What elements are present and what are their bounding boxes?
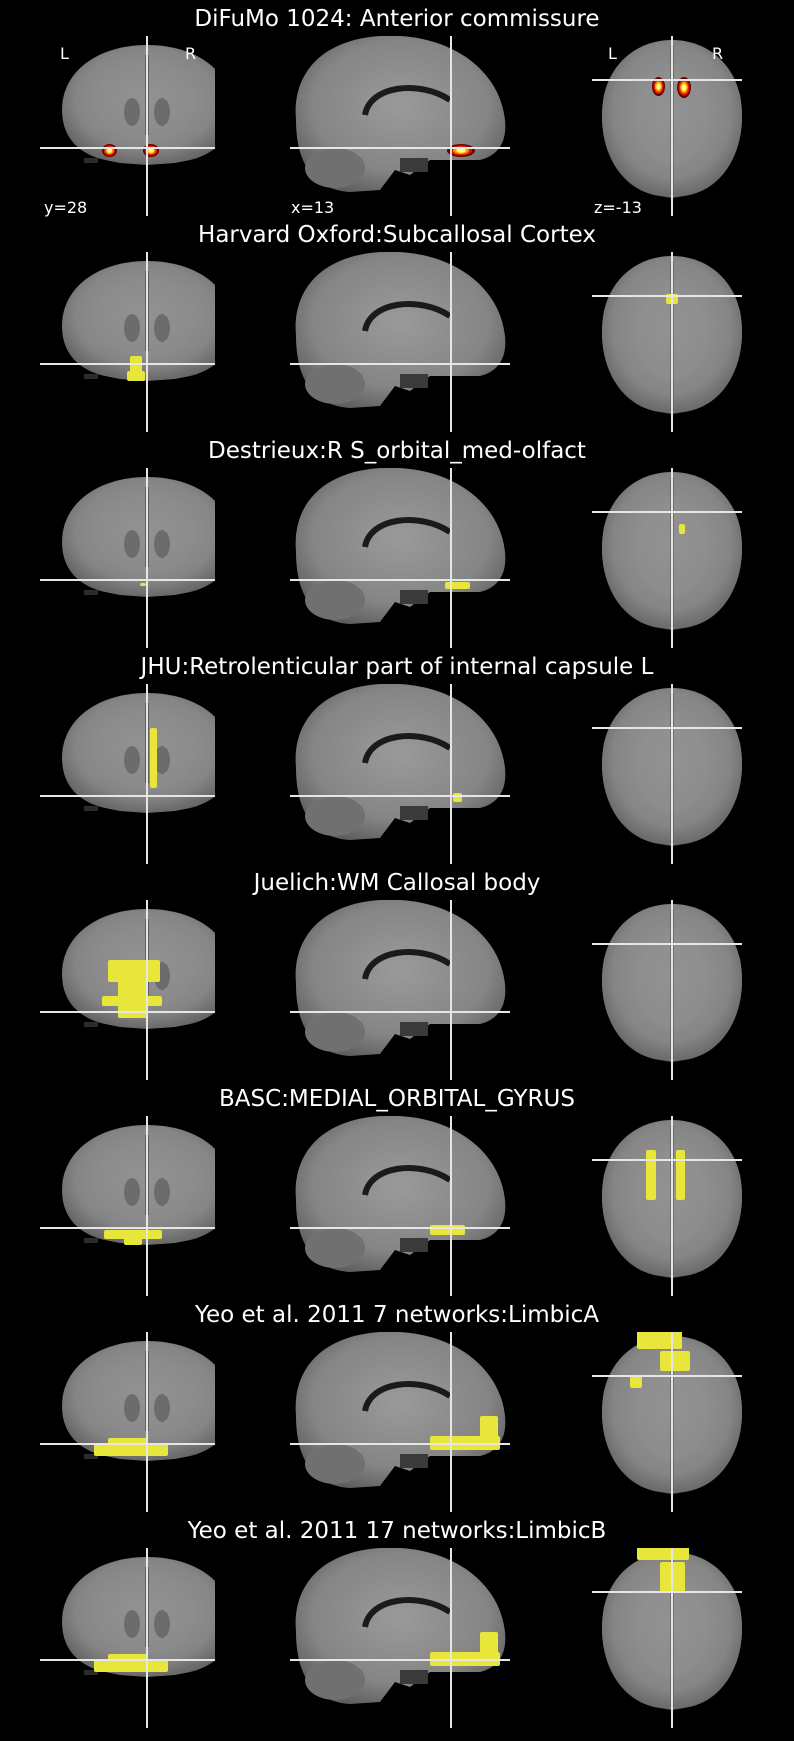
orientation-right-label: R [185,44,197,63]
activation-blob [456,148,466,153]
panel-title: JHU:Retrolenticular part of internal cap… [140,654,654,680]
atlas-panel: Yeo et al. 2011 17 networks:LimbicB [0,1512,794,1728]
atlas-region-overlay [94,1660,168,1672]
atlas-region-overlay [637,1332,682,1349]
activation-blob [681,83,687,92]
atlas-panel: Yeo et al. 2011 7 networks:LimbicA [0,1296,794,1512]
sagittal-view [290,900,510,1080]
coronal-view [40,1332,215,1512]
sagittal-view [290,36,510,216]
orientation-left-label: L [608,44,617,63]
atlas-panel: Destrieux:R S_orbital_med-olfact [0,432,794,648]
axial-view [592,468,742,648]
panel-title: DiFuMo 1024: Anterior commissure [194,6,600,32]
coronal-view [40,684,215,864]
orientation-right-label: R [712,44,724,63]
coronal-view [40,36,215,216]
activation-blob [656,83,661,90]
coordinate-z-label: z=-13 [594,198,642,217]
sagittal-view [290,252,510,432]
atlas-region-overlay [480,1632,498,1662]
panel-title: BASC:MEDIAL_ORBITAL_GYRUS [219,1086,575,1112]
atlas-region-overlay [102,996,162,1006]
panel-title: Yeo et al. 2011 17 networks:LimbicB [187,1518,607,1544]
atlas-region-overlay [679,524,685,534]
axial-view [592,36,742,216]
atlas-region-overlay [140,583,146,586]
sagittal-view [290,1548,510,1728]
panel-title: Yeo et al. 2011 7 networks:LimbicA [194,1302,600,1328]
sagittal-view [290,684,510,864]
atlas-panel: Juelich:WM Callosal body [0,864,794,1080]
atlas-region-overlay [453,793,462,802]
coronal-view [40,252,215,432]
atlas-region-overlay [94,1444,168,1456]
atlas-region-overlay [480,1416,498,1446]
atlas-panel: JHU:Retrolenticular part of internal cap… [0,648,794,864]
axial-view [592,900,742,1080]
coronal-view [40,1548,215,1728]
atlas-region-overlay [445,582,470,589]
atlas-region-overlay [430,1225,465,1235]
coronal-view [40,900,215,1080]
sagittal-view [290,1332,510,1512]
axial-view [592,1332,742,1512]
atlas-region-overlay [124,1237,142,1245]
axial-view [592,1548,742,1728]
atlas-region-overlay [676,1150,685,1200]
sagittal-view [290,468,510,648]
atlas-region-overlay [637,1548,689,1560]
axial-view [592,1116,742,1296]
sagittal-view [290,1116,510,1296]
coronal-view [40,468,215,648]
atlas-region-overlay [630,1376,642,1388]
axial-view [592,252,742,432]
atlas-region-overlay [660,1351,690,1371]
panel-title: Destrieux:R S_orbital_med-olfact [208,438,586,464]
coordinate-x-label: x=13 [291,198,335,217]
activation-blob [148,148,154,153]
activation-blob [106,148,113,153]
atlas-region-overlay [150,728,157,788]
atlas-region-overlay [646,1150,656,1200]
orientation-left-label: L [60,44,69,63]
atlas-panel: BASC:MEDIAL_ORBITAL_GYRUS [0,1080,794,1296]
coordinate-y-label: y=28 [44,198,88,217]
panel-title: Harvard Oxford:Subcallosal Cortex [198,222,596,248]
atlas-panel: Harvard Oxford:Subcallosal Cortex [0,216,794,432]
coronal-view [40,1116,215,1296]
axial-view [592,684,742,864]
panel-title: Juelich:WM Callosal body [253,870,541,896]
atlas-region-overlay [127,371,145,381]
